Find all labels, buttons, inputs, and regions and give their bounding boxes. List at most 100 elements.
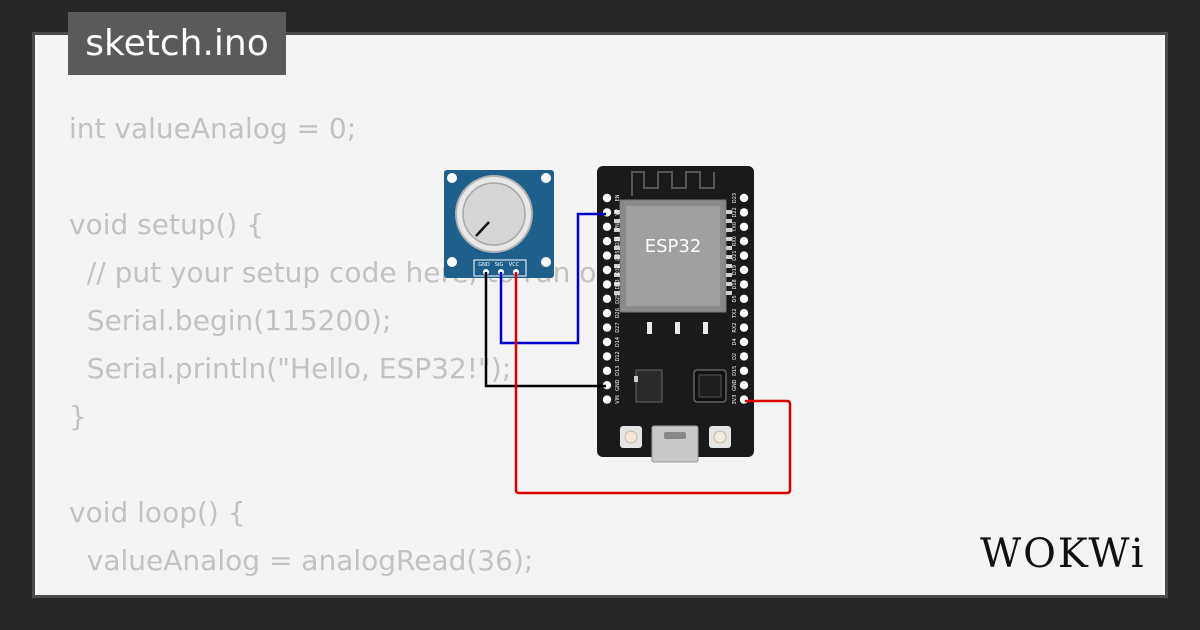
micro-usb-port[interactable]	[651, 425, 699, 463]
esp32-pin-label: D34	[615, 236, 621, 246]
esp32-pin[interactable]	[739, 222, 749, 231]
module-pad	[614, 246, 620, 250]
module-pad	[614, 237, 620, 241]
esp32-pin-label: D18	[732, 279, 738, 289]
voltage-regulator	[635, 369, 663, 403]
esp32-pin-label: GND	[732, 379, 738, 391]
esp32-pin-label: D27	[615, 322, 621, 332]
esp32-pin-label: VN	[615, 223, 621, 230]
uart-chip-core	[698, 374, 722, 398]
esp32-pin[interactable]	[602, 251, 612, 260]
module-pad	[726, 210, 732, 214]
esp32-pin[interactable]	[739, 237, 749, 246]
esp32-pin[interactable]	[602, 309, 612, 318]
esp32-pin-label: EN	[615, 194, 621, 201]
esp32-pin-label: D25	[615, 294, 621, 304]
esp32-pin-label: D22	[732, 207, 738, 217]
esp32-pin[interactable]	[739, 352, 749, 361]
esp32-pin[interactable]	[739, 265, 749, 275]
esp32-pin[interactable]	[602, 395, 612, 404]
code-line: Serial.println("valueAnalog = " + String…	[69, 585, 858, 595]
wire-vcc[interactable]	[514, 272, 792, 495]
code-line: Serial.println("Hello, ESP32!");	[69, 352, 512, 385]
esp32-pin[interactable]	[602, 280, 612, 289]
knob-indicator	[475, 221, 490, 237]
esp32-pin-label: VP	[615, 209, 621, 215]
esp32-pin-label: TX2	[732, 308, 738, 319]
preview-card: int valueAnalog = 0;void setup() { // pu…	[32, 32, 1168, 598]
mount-hole	[541, 257, 551, 267]
esp32-pin[interactable]	[739, 193, 749, 203]
esp32-pin[interactable]	[739, 294, 749, 303]
esp32-pin-label: D4	[732, 338, 738, 345]
mount-hole	[447, 257, 457, 267]
esp32-pin-label: D2	[732, 353, 738, 360]
antenna-trace	[631, 171, 715, 196]
module-pad	[726, 246, 732, 250]
module-pad	[614, 273, 620, 277]
module-pad	[647, 322, 652, 334]
esp32-pin-label: D23	[732, 193, 738, 203]
sketch-title-tab[interactable]: sketch.ino	[68, 12, 286, 75]
chip-label: ESP32	[645, 236, 702, 257]
esp32-pin-label: D26	[615, 308, 621, 318]
module-pad	[726, 273, 732, 277]
esp32-pin-label: GND	[615, 379, 621, 391]
esp32-pin[interactable]	[602, 381, 612, 390]
esp32-board[interactable]: ESP32 ENVPVND34D35D32D33D25D26D27D14D12D…	[597, 166, 754, 463]
code-line: valueAnalog = analogRead(36);	[69, 544, 534, 577]
esp32-pin[interactable]	[602, 208, 612, 217]
wire-sig[interactable]	[499, 212, 606, 345]
esp32-pin[interactable]	[602, 222, 612, 231]
boot-button-cap	[713, 430, 727, 444]
esp32-pin-label: RX2	[732, 323, 738, 333]
right-pin-header: D23D22TX0RX0D21D19D18D5TX2RX2D4D2D15GND3…	[732, 193, 749, 404]
esp32-pin[interactable]	[602, 366, 612, 375]
esp32-pin[interactable]	[602, 294, 612, 303]
code-line: void setup() {	[69, 208, 265, 241]
esp32-pin[interactable]	[602, 265, 612, 275]
esp32-pin[interactable]	[602, 337, 612, 347]
module-pad	[726, 255, 732, 259]
esp32-pin[interactable]	[739, 323, 749, 332]
potentiometer-knob[interactable]	[462, 182, 526, 246]
left-pin-header: ENVPVND34D35D32D33D25D26D27D14D12D13GNDV…	[602, 193, 621, 404]
esp32-pin[interactable]	[739, 208, 749, 217]
pin-label-sig: SIG	[495, 262, 504, 268]
usb-connector-slot	[664, 432, 686, 439]
esp32-pin[interactable]	[739, 395, 749, 404]
esp32-pin-label: D12	[615, 351, 621, 361]
esp32-pin-label: TX0	[732, 222, 738, 233]
esp32-pin[interactable]	[602, 193, 612, 203]
module-pad	[726, 237, 732, 241]
esp32-pin[interactable]	[739, 366, 749, 375]
esp32-pin[interactable]	[739, 381, 749, 390]
wire-gnd[interactable]	[484, 272, 606, 388]
esp32-pin[interactable]	[739, 280, 749, 289]
esp32-pin-label: D13	[615, 366, 621, 376]
module-pad	[614, 255, 620, 259]
esp32-pin-label: D35	[615, 250, 621, 260]
esp32-pin[interactable]	[602, 323, 612, 332]
module-pads	[614, 210, 732, 334]
regulator-pad	[634, 376, 638, 382]
esp32-pin[interactable]	[739, 251, 749, 260]
module-pad	[675, 322, 680, 334]
module-pad	[703, 322, 708, 334]
module-pad	[726, 291, 732, 295]
module-pad	[614, 219, 620, 223]
esp32-pin[interactable]	[739, 309, 749, 318]
esp32-pin[interactable]	[739, 337, 749, 347]
esp32-shield	[626, 206, 720, 306]
potentiometer[interactable]: GND SIG VCC	[444, 170, 554, 278]
module-pad	[726, 282, 732, 286]
module-pad	[726, 264, 732, 268]
module-pad	[614, 291, 620, 295]
esp32-pin[interactable]	[602, 352, 612, 361]
esp32-pin[interactable]	[602, 237, 612, 246]
code-line: void loop() {	[69, 496, 246, 529]
module-pad	[614, 264, 620, 268]
mount-hole	[541, 173, 551, 183]
code-line: Serial.begin(115200);	[69, 304, 392, 337]
